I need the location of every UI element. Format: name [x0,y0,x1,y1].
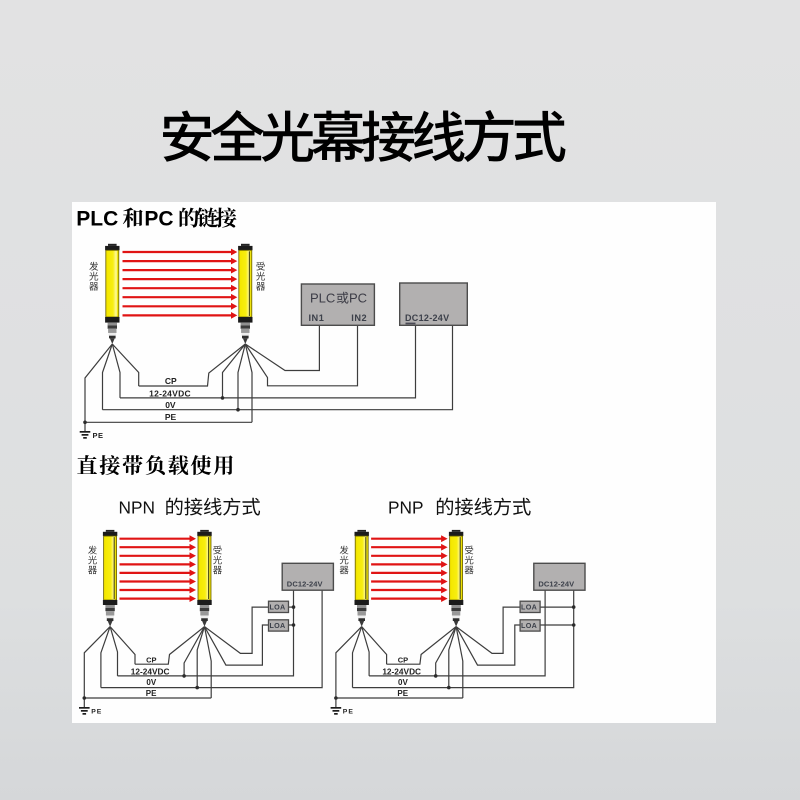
svg-text:LOA: LOA [521,621,537,630]
svg-text:LOA: LOA [521,602,537,611]
svg-text:CP: CP [398,656,408,665]
svg-text:IN1: IN1 [309,313,325,323]
svg-text:DC12-24V: DC12-24V [287,579,323,588]
svg-text:PE: PE [146,689,157,698]
svg-text:PE: PE [165,412,177,422]
svg-text:0V: 0V [146,678,156,687]
svg-text:DC12-24V: DC12-24V [538,579,574,588]
svg-text:IN2: IN2 [351,313,367,323]
svg-text:12-24VDC: 12-24VDC [149,388,191,398]
svg-text:CP: CP [165,376,177,386]
svg-text:PC: PC [349,291,367,306]
svg-text:PE: PE [397,689,408,698]
svg-text:PC: PC [144,208,173,231]
svg-text:PNP: PNP [388,498,424,518]
svg-text:PLC: PLC [310,291,335,306]
svg-text:0V: 0V [165,400,176,410]
svg-text:0V: 0V [398,678,408,687]
svg-text:12-24VDC: 12-24VDC [382,667,421,677]
svg-text:CP: CP [146,656,156,665]
svg-text:PE: PE [343,708,354,715]
svg-text:DC12-24V: DC12-24V [405,313,449,323]
svg-text:PLC: PLC [76,208,118,231]
svg-text:12-24VDC: 12-24VDC [131,667,170,677]
svg-text:PE: PE [91,708,102,715]
svg-text:PE: PE [93,431,104,440]
svg-text:LOA: LOA [269,621,285,630]
svg-text:NPN: NPN [119,498,156,518]
svg-text:LOA: LOA [269,602,285,611]
